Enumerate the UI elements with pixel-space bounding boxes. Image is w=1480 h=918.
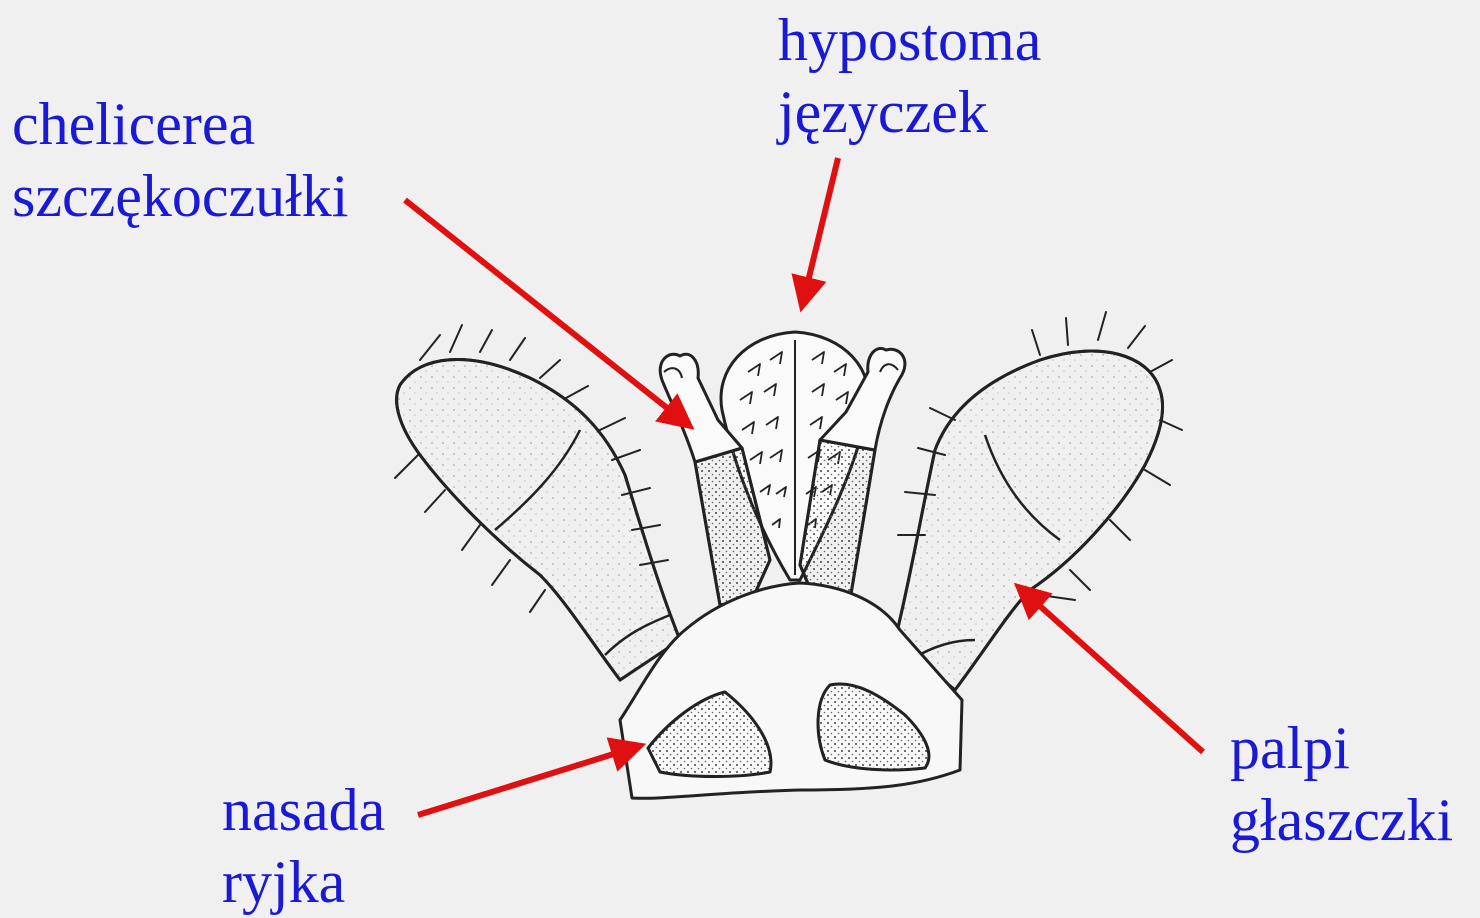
arrow-hypostome bbox=[803, 158, 838, 302]
label-chelicerae-line2: szczękoczułki bbox=[12, 160, 348, 232]
right-palp bbox=[895, 351, 1163, 690]
label-hypostome-line1: hypostoma bbox=[778, 4, 1041, 76]
label-chelicerae-line1: chelicerea bbox=[12, 88, 348, 160]
label-chelicerae: chelicerea szczękoczułki bbox=[12, 88, 348, 232]
label-palpi-line2: głaszczki bbox=[1230, 784, 1453, 856]
left-palp bbox=[397, 360, 680, 680]
label-basis-capituli: nasada ryjka bbox=[222, 774, 385, 918]
arrow-palpi bbox=[1022, 590, 1203, 752]
label-basis-capituli-line2: ryjka bbox=[222, 846, 385, 918]
label-palpi: palpi głaszczki bbox=[1230, 712, 1453, 856]
label-palpi-line1: palpi bbox=[1230, 712, 1453, 784]
label-hypostome-line2: języczek bbox=[778, 76, 1041, 148]
arrow-basis-capituli bbox=[418, 747, 636, 815]
label-hypostome: hypostoma języczek bbox=[778, 4, 1041, 148]
label-basis-capituli-line1: nasada bbox=[222, 774, 385, 846]
